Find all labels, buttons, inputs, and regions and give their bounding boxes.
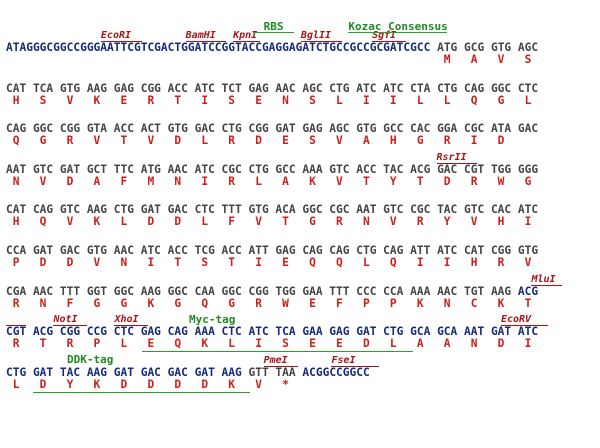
dna-segment: ATAGGGCGGCCGGGAATTCGTCGACTGGATCCGGTACCGA… xyxy=(6,41,431,54)
restriction-site-underline xyxy=(263,365,298,367)
amino-acid-line: R T R P L E Q K L I S E E D L A A N D I xyxy=(6,337,532,351)
restriction-site-label: NotI xyxy=(53,314,78,326)
restriction-site-label: KpnI xyxy=(233,30,258,41)
feature-tag-underline xyxy=(348,32,447,33)
feature-tag-label: RBS xyxy=(263,20,284,33)
amino-acid-line: H Q V K L D D L F V T G R N V R Y V H I xyxy=(6,215,532,229)
feature-tag-underline xyxy=(141,351,413,353)
restriction-site-underline xyxy=(436,162,478,164)
amino-acid-line: M A V S xyxy=(6,53,532,66)
amino-acid-line: N V D A F M N I R L A K V T Y T D R W G xyxy=(6,174,532,188)
dna-sequence-line: CGA AAC TTT GGT GGC AAG GGC CAA GGC CGG … xyxy=(6,284,539,298)
feature-tag-underline xyxy=(253,32,295,33)
amino-acid-line: P D D V N I T S T I E Q Q L Q I I H R V xyxy=(6,256,532,269)
dna-sequence-line: CAT TCA GTG AAG GAG CGG ACC ATC TCT GAG … xyxy=(6,81,539,95)
restriction-site-label: EcoRI xyxy=(100,30,132,41)
dna-segment: CGA AAC TTT GGT GGC AAG GGC CAA GGC CGG … xyxy=(6,284,518,298)
restriction-site-label: MluI xyxy=(531,273,556,285)
restriction-site-underline xyxy=(100,41,142,42)
restriction-site-label: BamHI xyxy=(185,30,216,41)
restriction-site-underline xyxy=(331,365,379,367)
feature-tag-label: Myc-tag xyxy=(189,313,236,327)
restriction-site-underline xyxy=(53,325,88,327)
restriction-site-underline xyxy=(233,41,261,42)
dna-segment: CAG GGC CGG GTA ACC ACT GTG GAC CTG CGG … xyxy=(6,122,539,136)
dna-segment: CCA GAT GAC GTG AAC ATC ACC TCG ACC ATT … xyxy=(6,244,539,257)
dna-segment: CGT ACG CGG CCG CTC GAG CAG AAA CTC ATC … xyxy=(6,325,539,339)
restriction-site-underline xyxy=(185,41,227,42)
restriction-site-label: EcoRV xyxy=(500,314,532,326)
dna-sequence-line: ATAGGGCGGCCGGGAATTCGTCGACTGGATCCGGTACCGA… xyxy=(6,42,538,54)
dna-segment: CAT TCA GTG AAG GAG CGG ACC ATC TCT GAG … xyxy=(6,81,539,95)
feature-tag-label: Kozac Consensus xyxy=(348,20,448,33)
dna-segment: ACGGCCGGCC xyxy=(295,365,370,379)
dna-sequence-line: CCA GAT GAC GTG AAC ATC ACC TCG ACC ATT … xyxy=(6,245,538,257)
amino-acid-line: Q G R V T V D L R D E S V A H G R I D xyxy=(6,134,505,148)
dna-sequence-line: CGT ACG CGG CCG CTC GAG CAG AAA CTC ATC … xyxy=(6,326,538,338)
restriction-site-label: BglII xyxy=(300,30,332,41)
feature-tag-label: DDK-tag xyxy=(67,352,114,366)
restriction-site-label: XhoI xyxy=(114,314,139,326)
restriction-site-underline xyxy=(531,284,562,286)
amino-acid-line: L D Y K D D D D K V * xyxy=(6,377,289,391)
restriction-site-underline xyxy=(372,41,406,42)
amino-acid-line: R N F G G K G Q G R W E F P P K N C K T xyxy=(6,296,532,310)
dna-segment: GTT TAA xyxy=(248,365,296,379)
dna-segment: AAT GTC GAT GCT TTC ATG AAC ATC CGC CTG … xyxy=(6,162,539,176)
restriction-site-label: PmeI xyxy=(263,354,288,366)
dna-segment: ATG GCG GTG AGC xyxy=(430,41,539,54)
amino-acid-line: H S V K E R T I S E N S L I I L L Q G L xyxy=(6,93,532,107)
restriction-site-underline xyxy=(500,325,549,327)
restriction-site-label: RsrII xyxy=(436,151,467,163)
restriction-site-underline xyxy=(300,41,342,42)
dna-sequence-line: AAT GTC GAT GCT TTC ATG AAC ATC CGC CTG … xyxy=(6,162,539,176)
dna-sequence-line: CAT CAG GTC AAG CTG GAT GAC CTC TTT GTG … xyxy=(6,204,538,216)
restriction-site-label: SgfI xyxy=(372,30,397,41)
dna-segment: CAT CAG GTC AAG CTG GAT GAC CTC TTT GTG … xyxy=(6,203,539,217)
dna-sequence-line: CTG GAT TAC AAG GAT GAC GAC GAT AAG GTT … xyxy=(6,365,370,379)
dna-sequence-line: CAG GGC CGG GTA ACC ACT GTG GAC CTG CGG … xyxy=(6,123,538,135)
feature-tag-underline xyxy=(33,391,251,393)
restriction-site-underline xyxy=(114,325,149,327)
restriction-site-label: FseI xyxy=(331,354,356,366)
dna-segment: ACG xyxy=(517,284,539,298)
restriction-site-underline xyxy=(6,325,27,327)
dna-segment: CTG GAT TAC AAG GAT GAC GAC GAT AAG xyxy=(6,365,249,379)
